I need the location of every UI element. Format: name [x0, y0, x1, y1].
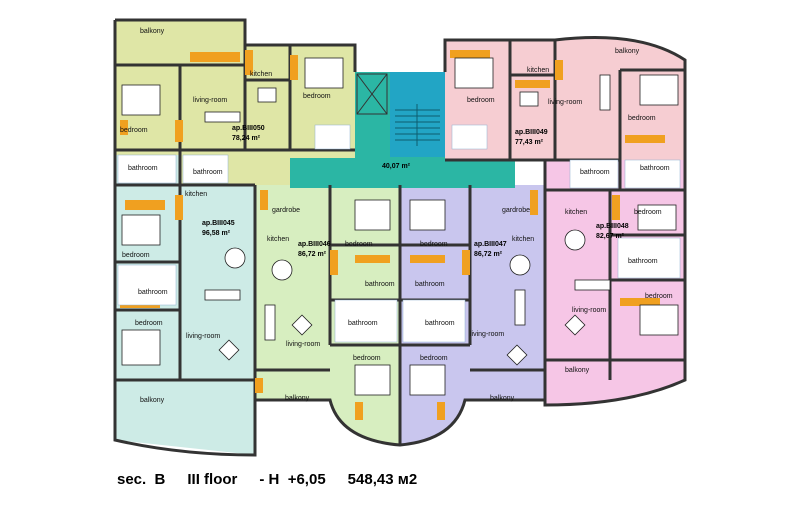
apartment-id-046: ap.BIII046 [298, 241, 331, 248]
doors [120, 50, 665, 420]
apartment-area-045: 96,58 m² [202, 230, 231, 237]
room-label-gardrobe-046: gardrobe [272, 207, 300, 214]
room-label-bathroom-045: bathroom [138, 289, 168, 296]
room-label-bedroom-048b: bedroom [645, 293, 673, 300]
room-label-bedroom-046a: bedroom [345, 241, 373, 248]
room-label-bedroom-045b: bedroom [135, 320, 163, 327]
corridor-area: 40,07 m² [382, 163, 411, 170]
room-label-bedroom-046b: bedroom [353, 355, 381, 362]
apartment-area-050: 78,24 m² [232, 135, 261, 142]
room-label-balkony-050: balkony [140, 28, 165, 35]
caption-section: sec. B [117, 471, 166, 488]
room-label-kitchen-048: kitchen [565, 209, 587, 216]
apartment-049-zone [445, 37, 685, 190]
room-label-balkony-048: balkony [565, 367, 590, 374]
apartment-area-048: 82,67 m² [596, 233, 625, 240]
room-label-bathroom-050b: bathroom [193, 169, 223, 176]
room-label-living-050: living-room [193, 97, 227, 104]
room-label-bathroom-047a: bathroom [415, 281, 445, 288]
room-label-balkony-045: balkony [140, 397, 165, 404]
room-label-bathroom-050a: bathroom [128, 165, 158, 172]
apartment-area-047: 86,72 m² [474, 251, 503, 258]
apartment-id-049: ap.BIII049 [515, 129, 548, 136]
caption-total-area: 548,43 м2 [347, 471, 418, 488]
apartment-id-047: ap.BIII047 [474, 241, 507, 248]
room-label-living-047: living-room [470, 331, 504, 338]
room-label-bathroom-049a: bathroom [640, 165, 670, 172]
room-label-bedroom-045a: bedroom [122, 252, 150, 259]
apartment-id-045: ap.BIII045 [202, 220, 235, 227]
floor-plan: balkony kitchen living-room bedroom bedr… [113, 18, 687, 457]
room-label-kitchen-050: kitchen [250, 71, 272, 78]
room-label-bathroom-046b: bathroom [348, 320, 378, 327]
room-label-bathroom-046a: bathroom [365, 281, 395, 288]
apartment-id-050: ap.BIII050 [232, 125, 265, 132]
outer-wall-right [543, 36, 687, 407]
bathroom-tiles [117, 124, 681, 343]
apartment-area-046: 86,72 m² [298, 251, 327, 258]
room-label-living-048: living-room [572, 307, 606, 314]
stair-steps [395, 104, 440, 146]
room-label-kitchen-049: kitchen [527, 67, 549, 74]
room-label-balkony-047: balkony [490, 395, 515, 402]
apartment-area-049: 77,43 m² [515, 139, 544, 146]
room-label-kitchen-047: kitchen [512, 236, 534, 243]
room-label-kitchen-046: kitchen [267, 236, 289, 243]
plan-caption: sec. B III floor - H +6,05 548,43 м2 [117, 471, 439, 488]
elevator-cross-2 [356, 73, 388, 115]
room-label-bedroom-049a: bedroom [467, 97, 495, 104]
room-label-bedroom-048a: bedroom [634, 209, 662, 216]
room-label-bathroom-049b: bathroom [580, 169, 610, 176]
room-label-bedroom-047b: bedroom [420, 355, 448, 362]
room-label-bathroom-048: bathroom [628, 258, 658, 265]
room-label-bedroom-047a: bedroom [420, 241, 448, 248]
room-label-bedroom-050b: bedroom [120, 127, 148, 134]
room-label-living-049: living-room [548, 99, 582, 106]
room-label-bedroom-049b: bedroom [628, 115, 656, 122]
caption-floor: III floor [187, 471, 238, 488]
room-label-living-046: living-room [286, 341, 320, 348]
room-label-bedroom-050a: bedroom [303, 93, 331, 100]
room-label-kitchen-045: kitchen [185, 191, 207, 198]
apartment-id-048: ap.BIII048 [596, 223, 629, 230]
room-label-balkony-049: balkony [615, 48, 640, 55]
room-label-bathroom-047b: bathroom [425, 320, 455, 327]
room-label-gardrobe-047: gardrobe [502, 207, 530, 214]
room-label-living-045: living-room [186, 333, 220, 340]
caption-height: - H +6,05 [259, 471, 326, 488]
room-label-balkony-046: balkony [285, 395, 310, 402]
